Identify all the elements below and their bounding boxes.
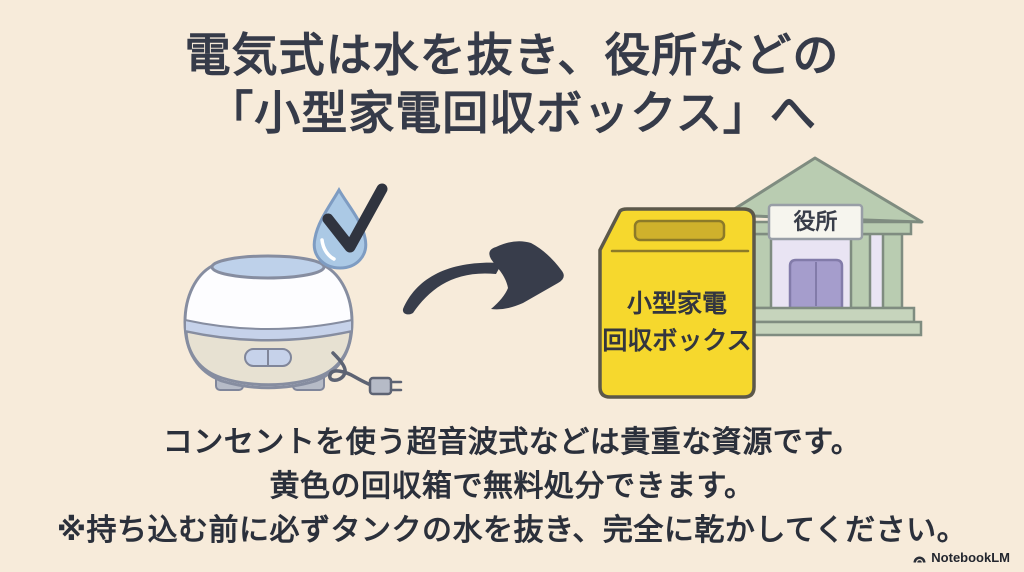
collection-box-body	[598, 207, 756, 399]
collection-box-slot	[633, 219, 726, 242]
building-step-upper	[747, 306, 916, 324]
title-line-1: 電気式は水を抜き、役所などの	[184, 29, 840, 81]
checkmark-icon	[322, 183, 388, 253]
collection-box-label-line-1: 小型家電	[626, 290, 727, 318]
power-plug-icon	[368, 376, 403, 396]
diffuser-opening	[210, 254, 326, 280]
collection-box-label-line-2: 回収ボックス	[602, 327, 752, 355]
building-sign-label: 役所	[793, 209, 838, 234]
diffuser-illustration	[183, 254, 403, 396]
body-line-3: ※持ち込む前に必ずタンクの水を抜き、完全に乾かしてください。	[56, 514, 968, 547]
notebooklm-watermark: NotebookLM	[912, 550, 1010, 565]
body-text: コンセントを使う超音波式などは貴重な資源です。 黄色の回収箱で無料処分できます。…	[0, 421, 1024, 553]
title-line-2: 「小型家電回収ボックス」へ	[207, 87, 817, 139]
building-column	[849, 232, 872, 310]
curved-arrow-icon	[402, 241, 564, 315]
page-title: 電気式は水を抜き、役所などの 「小型家電回収ボックス」へ	[0, 26, 1024, 142]
water-drop-highlight	[320, 238, 336, 261]
water-drop-icon	[312, 183, 388, 270]
arrow-head	[489, 241, 564, 310]
power-cord	[328, 351, 373, 387]
building-sign-plate	[767, 203, 864, 241]
arrow-shaft	[402, 262, 502, 315]
diffuser-band	[184, 318, 353, 341]
body-line-1: コンセントを使う超音波式などは貴重な資源です。	[162, 426, 862, 459]
notebooklm-watermark-label: NotebookLM	[931, 550, 1010, 565]
notebooklm-logo-icon	[913, 556, 926, 563]
government-building-illustration	[723, 156, 924, 337]
building-column	[881, 232, 904, 310]
building-step-lower	[737, 320, 923, 337]
collection-box-illustration	[598, 207, 756, 399]
body-line-2: 黄色の回収箱で無料処分できます。	[269, 470, 755, 503]
collection-box-label: 小型家電 回収ボックス	[598, 286, 756, 360]
